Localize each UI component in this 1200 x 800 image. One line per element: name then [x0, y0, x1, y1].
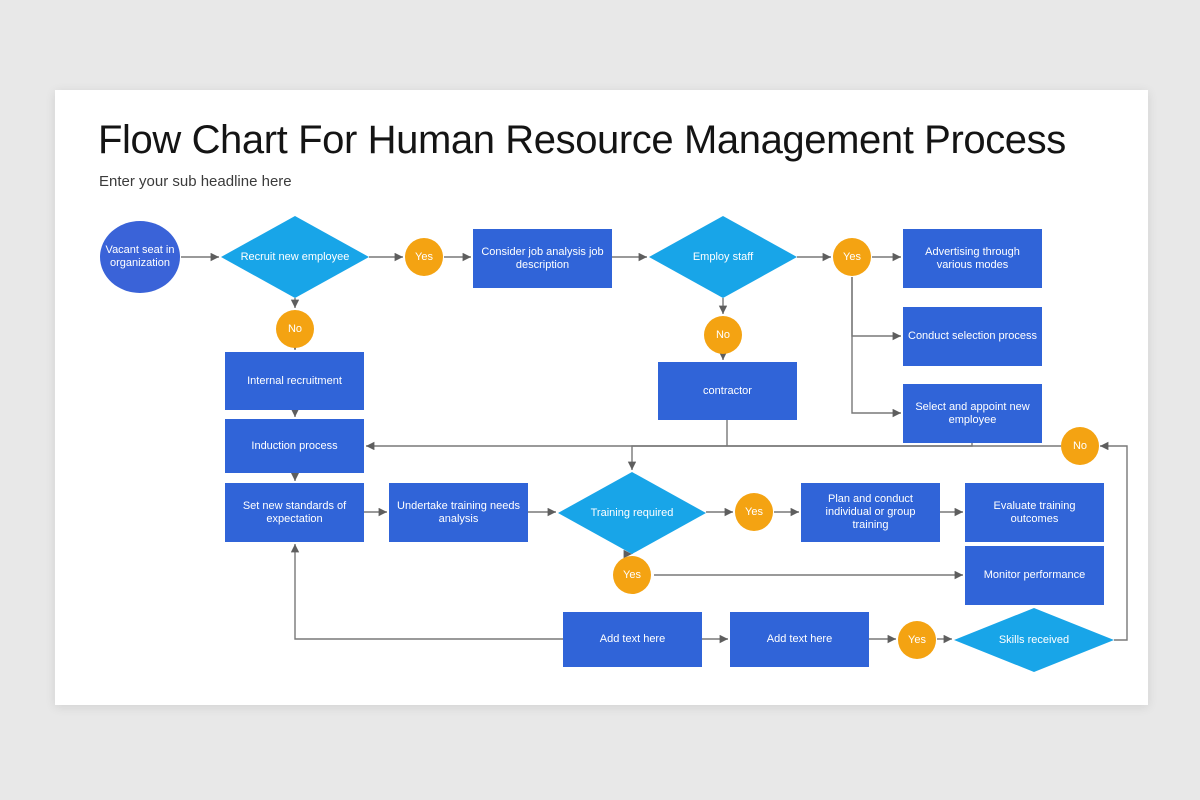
node-set-new-standards[interactable]: Set new standards of expectation — [225, 483, 364, 542]
node-recruit-new-employee[interactable]: Recruit new employee — [221, 216, 369, 298]
node-label: Evaluate training outcomes — [993, 499, 1076, 525]
node-label: Skills received — [998, 633, 1070, 646]
badge-label: No — [715, 328, 731, 341]
node-label: Internal recruitment — [247, 374, 342, 387]
page-subtitle: Enter your sub headline here — [99, 173, 292, 190]
node-label: Select and appoint new employee — [915, 400, 1030, 426]
badge-yes-employ[interactable]: Yes — [833, 238, 871, 276]
flowchart-diagram: Vacant seat in organization Recruit new … — [55, 90, 1148, 705]
node-plan-conduct[interactable]: Plan and conduct individual or group tra… — [801, 483, 940, 542]
node-vacant-seat[interactable]: Vacant seat in organization — [100, 221, 180, 293]
node-label: Employ staff — [692, 250, 754, 263]
node-label: Recruit new employee — [240, 250, 350, 263]
badge-no-skills[interactable]: No — [1061, 427, 1099, 465]
node-conduct-selection[interactable]: Conduct selection process — [903, 307, 1042, 366]
node-label: Vacant seat in organization — [105, 244, 175, 269]
badge-yes-training[interactable]: Yes — [735, 493, 773, 531]
node-label: Consider job analysis job description — [481, 245, 604, 271]
node-internal-recruitment[interactable]: Internal recruitment — [225, 352, 364, 410]
node-label: Set new standards of expectation — [242, 499, 347, 525]
node-training-required[interactable]: Training required — [558, 472, 706, 554]
badge-label: Yes — [623, 568, 641, 581]
node-select-appoint[interactable]: Select and appoint new employee — [903, 384, 1042, 443]
badge-label: Yes — [843, 250, 861, 263]
node-label: Add text here — [766, 633, 833, 645]
node-label: Conduct selection process — [908, 330, 1038, 342]
node-label: Add text here — [599, 633, 666, 645]
node-monitor-performance[interactable]: Monitor performance — [965, 546, 1104, 605]
node-employ-staff[interactable]: Employ staff — [649, 216, 797, 298]
node-label: Plan and conduct individual or group tra… — [825, 493, 916, 531]
node-advertising[interactable]: Advertising through various modes — [903, 229, 1042, 288]
node-label: Training required — [590, 506, 674, 519]
badge-no-employ[interactable]: No — [704, 316, 742, 354]
badge-label: No — [1072, 439, 1088, 452]
node-label: Advertising through various modes — [925, 245, 1020, 271]
node-add-text-1[interactable]: Add text here — [563, 612, 702, 667]
badge-label: Yes — [908, 633, 926, 646]
node-label: Induction process — [251, 439, 338, 452]
node-induction-process[interactable]: Induction process — [225, 419, 364, 473]
node-consider-job[interactable]: Consider job analysis job description — [473, 229, 612, 288]
badge-yes-monitor[interactable]: Yes — [613, 556, 651, 594]
node-label: Undertake training needs analysis — [397, 499, 520, 525]
node-evaluate-training[interactable]: Evaluate training outcomes — [965, 483, 1104, 542]
node-contractor[interactable]: contractor — [658, 362, 797, 420]
slide-card: Flow Chart For Human Resource Management… — [55, 90, 1148, 705]
badge-no-recruit[interactable]: No — [276, 310, 314, 348]
badge-label: Yes — [745, 505, 763, 518]
badge-yes-skills[interactable]: Yes — [898, 621, 936, 659]
node-undertake-training[interactable]: Undertake training needs analysis — [389, 483, 528, 542]
badge-yes-recruit[interactable]: Yes — [405, 238, 443, 276]
node-skills-received[interactable]: Skills received — [954, 608, 1114, 672]
node-label: contractor — [703, 384, 752, 397]
node-add-text-2[interactable]: Add text here — [730, 612, 869, 667]
page-title: Flow Chart For Human Resource Management… — [98, 118, 1066, 162]
badge-label: Yes — [415, 250, 433, 263]
node-label: Monitor performance — [983, 569, 1086, 581]
badge-label: No — [287, 322, 303, 335]
